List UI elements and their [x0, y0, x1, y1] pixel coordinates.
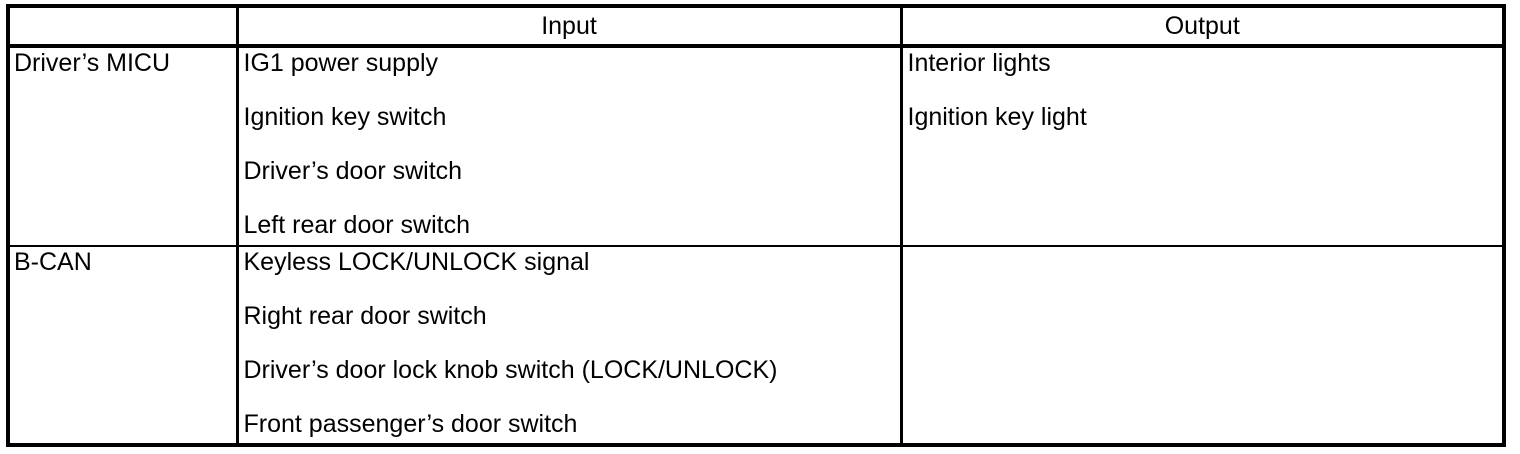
row-output-cell	[899, 244, 1502, 443]
source-label: Driver’s MICU	[14, 49, 171, 77]
input-item-list: IG1 power supply Ignition key switch Dri…	[239, 48, 900, 240]
header-cell-output: Output	[899, 8, 1502, 48]
table-header-row: Input Output	[10, 8, 1502, 48]
list-item: Front passenger’s door switch	[243, 409, 578, 438]
row-output-cell: Interior lights Ignition key light	[899, 46, 1503, 246]
table-body: Driver’s MICU IG1 power supply Ignition …	[10, 46, 1502, 443]
input-output-table: Input Output Driver’s MICU IG1 power sup…	[6, 4, 1506, 447]
table: Input Output Driver’s MICU IG1 power sup…	[10, 8, 1502, 443]
table-row: B-CAN Keyless LOCK/UNLOCK signal Right r…	[10, 244, 1502, 443]
list-item: Left rear door switch	[243, 211, 471, 239]
row-input-cell: IG1 power supply Ignition key switch Dri…	[235, 46, 901, 246]
list-item: Interior lights	[907, 49, 1051, 77]
header-cell-input: Input	[235, 8, 901, 48]
source-label: B-CAN	[14, 247, 92, 276]
list-item: Keyless LOCK/UNLOCK signal	[243, 247, 590, 276]
output-item-list: Interior lights Ignition key light	[903, 48, 1503, 156]
row-source-cell: Driver’s MICU	[10, 46, 237, 246]
row-source-cell: B-CAN	[10, 244, 237, 443]
table-head: Input Output	[10, 8, 1502, 48]
header-cell-source	[10, 8, 237, 48]
list-item: IG1 power supply	[243, 49, 439, 77]
list-item: Ignition key switch	[243, 103, 447, 131]
list-item: Right rear door switch	[243, 301, 487, 330]
list-item: Ignition key light	[907, 103, 1087, 131]
table-row: Driver’s MICU IG1 power supply Ignition …	[10, 46, 1502, 246]
list-item: Driver’s door lock knob switch (LOCK/UNL…	[243, 355, 778, 384]
list-item: Driver’s door switch	[243, 157, 463, 185]
input-item-list: Keyless LOCK/UNLOCK signal Right rear do…	[239, 247, 900, 439]
row-input-cell: Keyless LOCK/UNLOCK signal Right rear do…	[235, 244, 901, 443]
